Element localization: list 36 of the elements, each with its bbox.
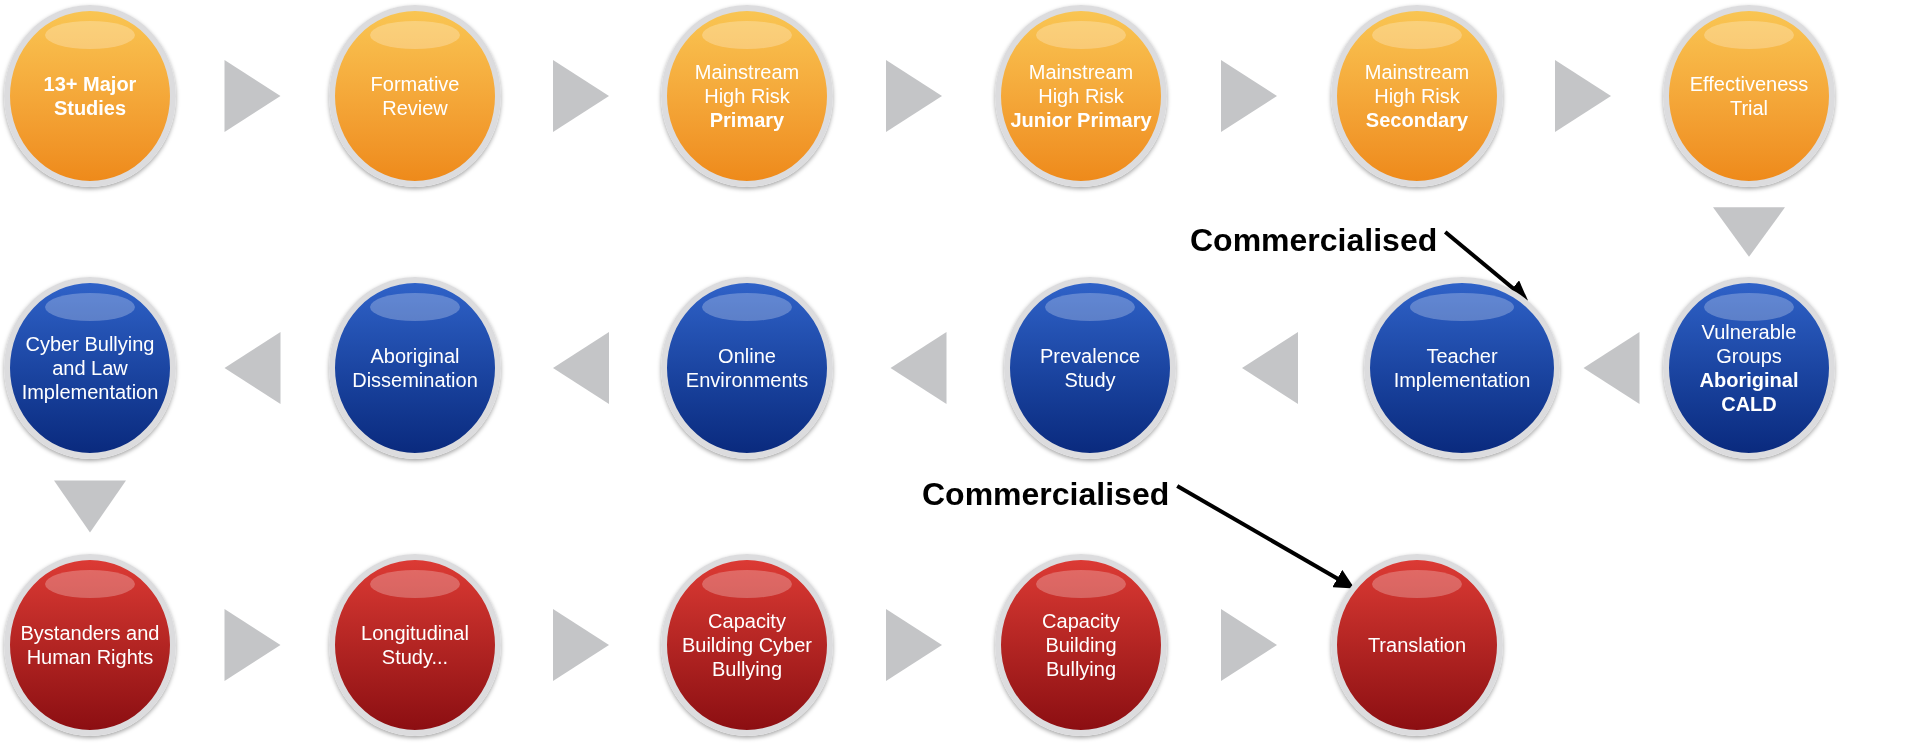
stage-label: Teacher Implementation xyxy=(1392,344,1532,392)
stage-label: Cyber Bullying and Law Implementation xyxy=(20,332,160,404)
chevron-arrow xyxy=(886,60,942,132)
stage-label: Prevalence Study xyxy=(1038,344,1142,392)
stage-label: Capacity Building Cyber Bullying xyxy=(680,609,814,681)
chevron-arrow xyxy=(553,609,609,681)
stage-label: Mainstream High Risk Primary xyxy=(693,60,801,132)
chevron-arrow xyxy=(890,332,947,404)
stage-label: Formative Review xyxy=(369,72,461,120)
chevron-arrow xyxy=(553,332,609,404)
stage-label: 13+ Major Studies xyxy=(42,72,138,120)
chevron-arrow xyxy=(1221,609,1277,681)
stage-label: Mainstream High Risk Junior Primary xyxy=(1009,60,1153,132)
stage-label: Longitudinal Study... xyxy=(360,621,470,669)
stage-label: Capacity Building Bullying xyxy=(1041,609,1121,681)
chevron-arrow xyxy=(1555,60,1611,132)
note-text: Commercialised xyxy=(1190,221,1438,260)
note-text: Commercialised xyxy=(922,475,1170,514)
stage-label: Effectiveness Trial xyxy=(1688,72,1810,120)
chevron-arrow xyxy=(54,480,126,533)
chevron-arrow xyxy=(553,60,609,132)
stage-label: Bystanders and Human Rights xyxy=(19,621,161,669)
stage-label: Translation xyxy=(1366,633,1468,657)
stage-label: Mainstream High Risk Secondary xyxy=(1363,60,1471,132)
chevron-arrow xyxy=(1221,60,1277,132)
chevron-arrow xyxy=(224,60,281,132)
stage-label: Vulnerable Groups Aboriginal CALD xyxy=(1698,320,1800,416)
stage-label: Online Environments xyxy=(684,344,810,392)
stage-label: Aboriginal Dissemination xyxy=(351,344,479,392)
chevron-arrow xyxy=(886,609,942,681)
chevron-arrow xyxy=(1242,332,1298,404)
chevron-arrow xyxy=(1713,207,1785,257)
leader-arrow xyxy=(1443,230,1529,301)
chevron-arrow xyxy=(224,332,281,404)
chevron-arrow xyxy=(1583,332,1640,404)
chevron-arrow xyxy=(224,609,281,681)
